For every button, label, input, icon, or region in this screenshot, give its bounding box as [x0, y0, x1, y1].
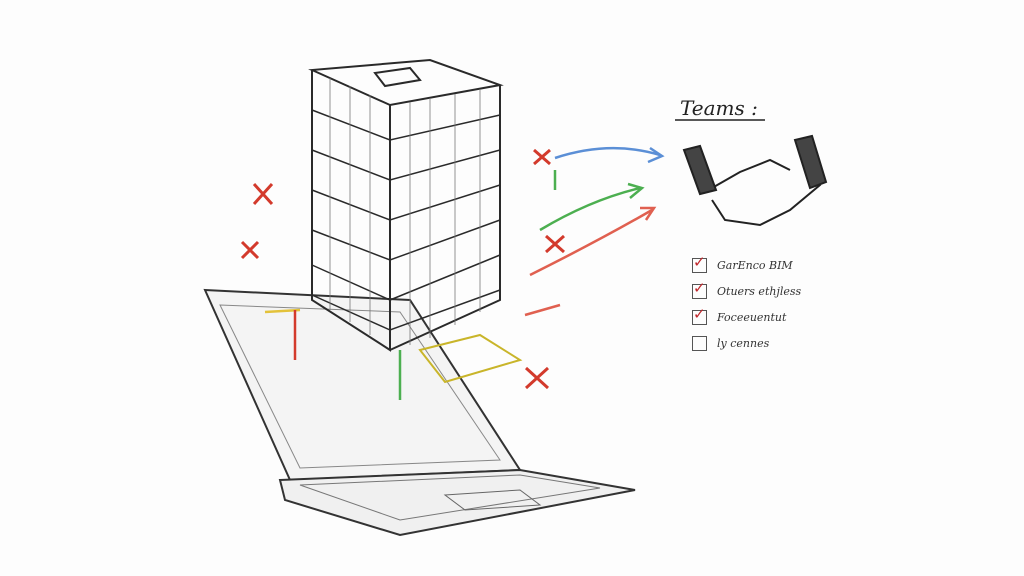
building-icon: [308, 58, 523, 384]
laptop-icon: [203, 288, 636, 537]
checkbox-checked-icon: ✓: [692, 252, 707, 273]
arrows: [264, 146, 665, 400]
checklist-item: ly cennes: [692, 330, 801, 356]
team-checklist: ✓GarEnco BIM ✓Otuers ethjless ✓Foceeuent…: [692, 252, 801, 356]
x-marks: [240, 148, 565, 390]
teams-heading: Teams :: [680, 96, 758, 120]
checkbox-checked-icon: ✓: [692, 304, 707, 325]
handshake-icon: [675, 119, 828, 227]
checkbox-checked-icon: ✓: [692, 278, 707, 299]
checklist-item: ✓GarEnco BIM: [692, 252, 793, 273]
checklist-item: ✓Otuers ethjless: [692, 278, 802, 299]
checkbox-empty-icon: [692, 335, 707, 351]
checklist-item: ✓Foceeuentut: [692, 304, 787, 325]
